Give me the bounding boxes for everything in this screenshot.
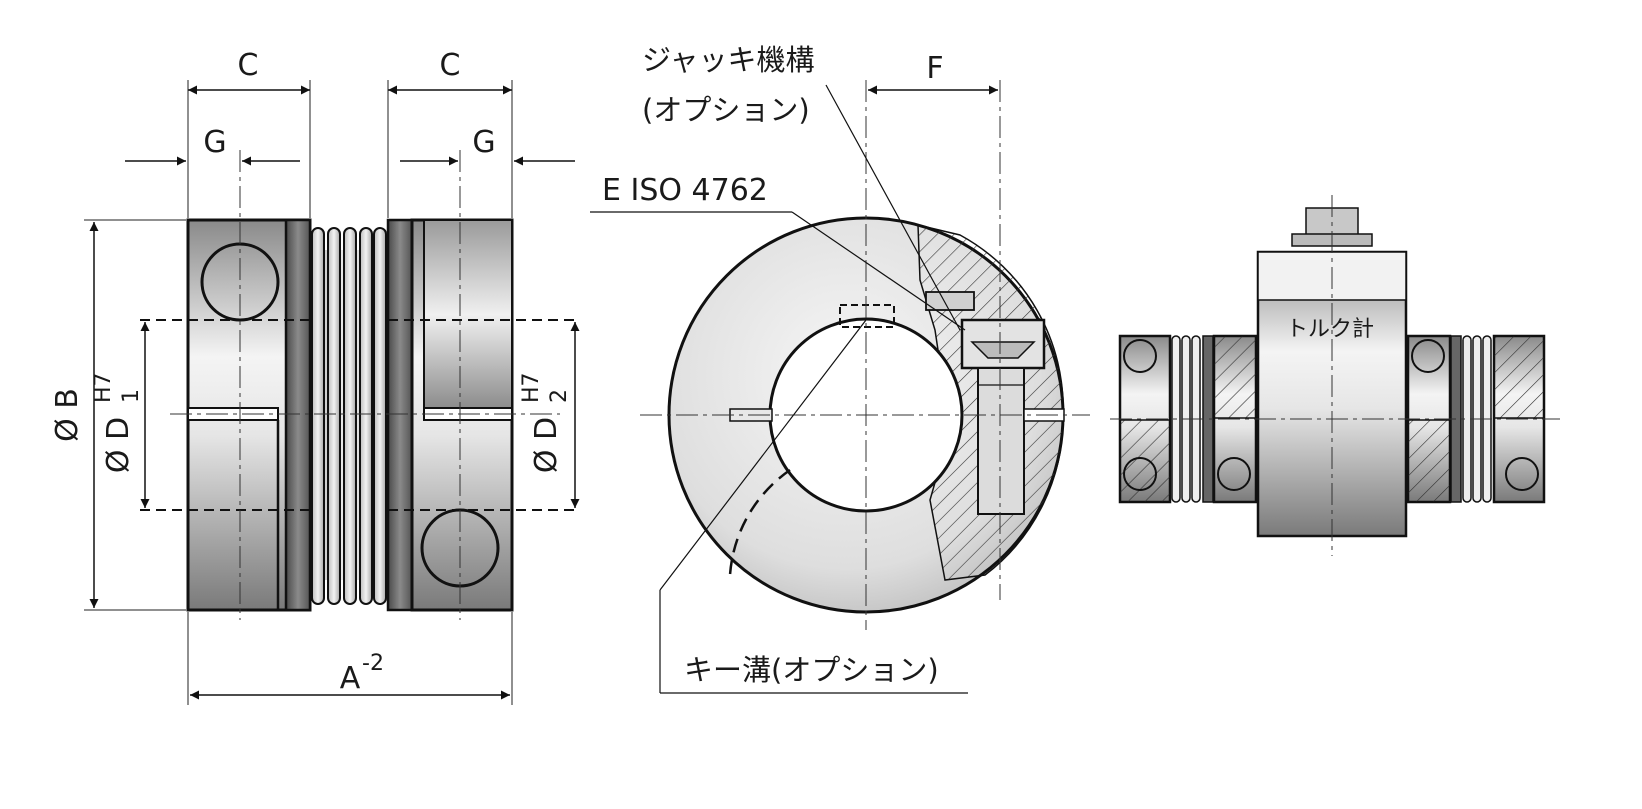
dim-a-tolerance: -2	[362, 651, 384, 676]
dim-c-left-label: C	[238, 48, 259, 83]
dim-f-label: F	[926, 51, 943, 86]
right-flange	[386, 218, 414, 612]
dim-c-right-label: C	[440, 48, 461, 83]
bellows	[311, 227, 387, 605]
torque-meter-label: トルク計	[1286, 317, 1374, 342]
dim-d1-label: Ø D 1 H7	[91, 372, 144, 473]
left-flange	[284, 218, 312, 612]
dim-d2-sup: H7	[519, 372, 544, 403]
coupling-side-view: C C G G Ø B Ø D 1 H7 Ø D 2 H7 A -2	[50, 48, 580, 705]
coupling-end-view: F ジャッキ機構 (オプション) E ISO 4762 キー溝(オプション)	[590, 43, 1090, 694]
jack-screw	[925, 291, 975, 311]
callout-jack-option: (オプション)	[642, 93, 810, 127]
dim-b-label: Ø B	[50, 388, 85, 442]
dim-d2-label: Ø D 2 H7	[519, 372, 572, 473]
keyway-hidden	[839, 304, 895, 328]
dim-g-left-label: G	[203, 125, 226, 160]
clamp-screw	[960, 318, 1046, 515]
torque-meter-assembly: トルク計	[1110, 195, 1560, 556]
dim-d1-sup: H7	[91, 372, 116, 403]
dim-g-right-label: G	[472, 125, 495, 160]
dim-a-label: A	[340, 661, 361, 696]
dim-d1-sub: 1	[119, 389, 144, 403]
callout-screw: E ISO 4762	[602, 173, 768, 208]
svg-text:Ø D: Ø D	[529, 417, 564, 473]
dim-d2-sub: 2	[547, 389, 572, 403]
callout-keyway: キー溝(オプション)	[684, 653, 939, 687]
callout-jack-mechanism: ジャッキ機構	[642, 43, 815, 77]
svg-text:Ø D: Ø D	[101, 417, 136, 473]
